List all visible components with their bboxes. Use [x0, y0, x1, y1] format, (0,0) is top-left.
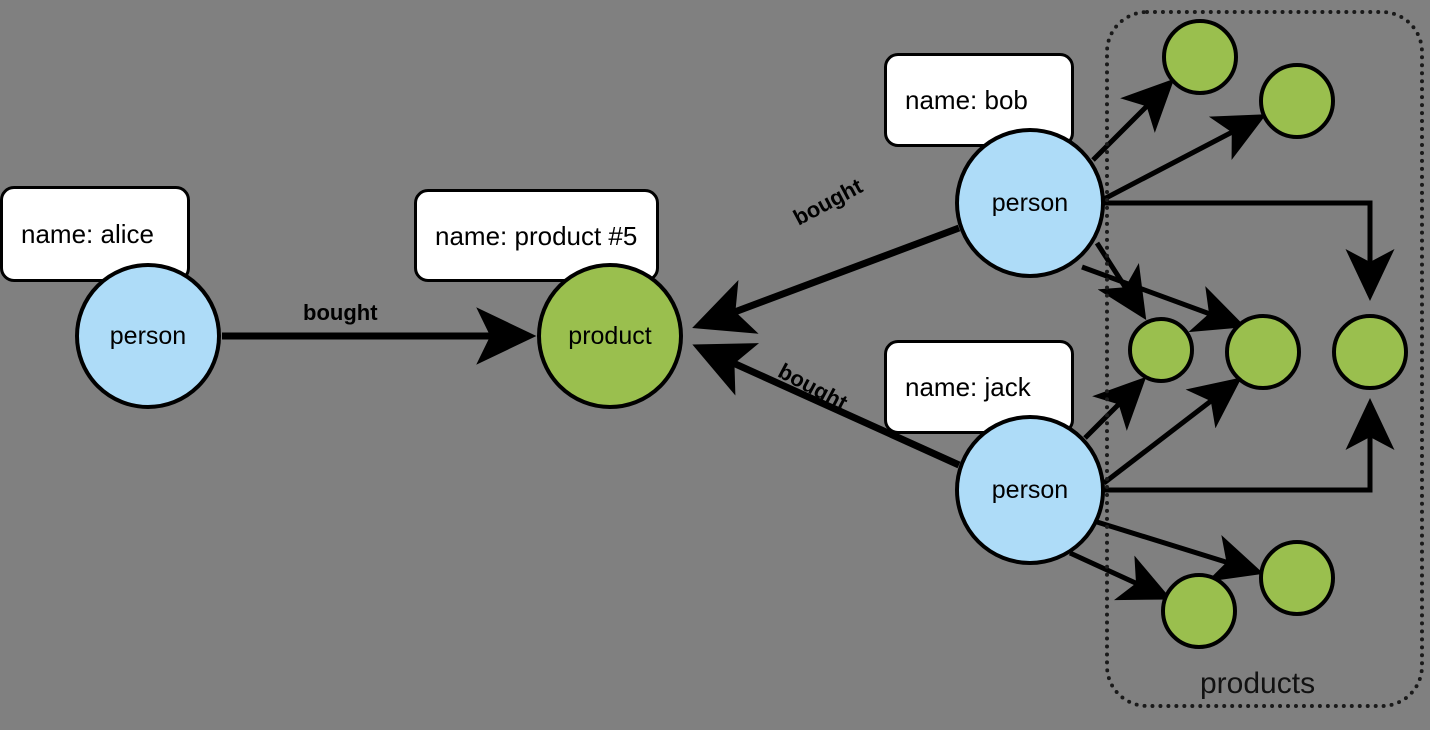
edge-bob-to-product-2[interactable]	[1102, 114, 1267, 202]
product-node-product5-label: product	[568, 321, 652, 350]
edge-bob-to-product-5[interactable]	[1104, 200, 1395, 302]
edge-label-alice-bought: bought	[303, 300, 378, 325]
product-node-2[interactable]	[1259, 63, 1335, 139]
property-text-bob: name: bob	[905, 85, 1028, 115]
edge-bob-bought[interactable]	[692, 224, 961, 334]
person-node-jack[interactable]: person	[955, 415, 1105, 565]
person-node-alice-label: person	[109, 321, 187, 350]
property-text-product5: name: product #5	[435, 220, 638, 251]
product-node-4[interactable]	[1225, 314, 1301, 390]
edge-jack-to-product-5[interactable]	[1104, 397, 1395, 493]
product-node-5[interactable]	[1332, 314, 1408, 390]
edge-jack-to-product-3[interactable]	[1083, 376, 1147, 440]
product-node-1[interactable]	[1162, 19, 1238, 95]
person-node-bob[interactable]: person	[955, 128, 1105, 278]
product-node-6[interactable]	[1161, 573, 1237, 649]
person-node-bob-label: person	[991, 188, 1069, 217]
product-node-3[interactable]	[1128, 317, 1194, 383]
products-group-label: products	[1200, 667, 1316, 700]
edge-jack-to-product-6[interactable]	[1068, 550, 1172, 601]
products-group-boundary	[1105, 10, 1424, 708]
property-text-alice: name: alice	[21, 219, 154, 249]
person-node-alice[interactable]: person	[75, 263, 221, 409]
person-node-jack-label: person	[991, 475, 1069, 504]
property-box-alice: name: alice	[0, 186, 190, 282]
edge-jack-to-product-4[interactable]	[1102, 377, 1242, 485]
edge-jack-to-product-7[interactable]	[1096, 519, 1264, 582]
product-node-product5[interactable]: product	[537, 263, 683, 409]
property-box-bob: name: bob	[884, 53, 1074, 147]
product-node-7[interactable]	[1259, 540, 1335, 616]
edge-jack-bought[interactable]	[692, 343, 961, 469]
property-text-jack: name: jack	[905, 372, 1031, 402]
